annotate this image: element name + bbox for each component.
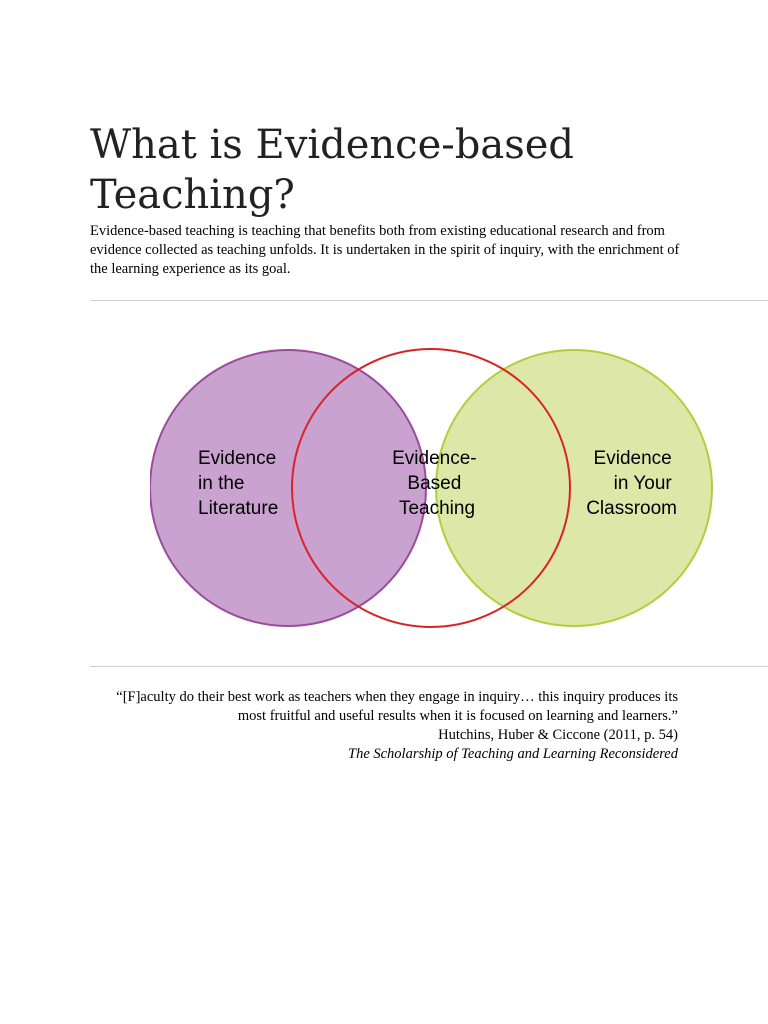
right-label: Evidence in Your Classroom (586, 448, 677, 519)
left-label-line: Literature (198, 498, 278, 519)
quote-line: most fruitful and useful results when it… (237, 708, 678, 724)
left-label-line: in the (198, 473, 244, 494)
center-label-line: Evidence- (392, 448, 477, 469)
quote-attribution: Hutchins, Huber & Ciccone (2011, p. 54) (438, 727, 678, 743)
left-label: Evidence in the Literature (198, 448, 281, 519)
left-label-line: Evidence (198, 448, 276, 469)
center-label-line: Based (407, 473, 461, 494)
right-label-line: Evidence (594, 448, 672, 469)
right-circle (435, 349, 713, 627)
bottom-divider (90, 666, 768, 667)
quote-block: “[F]aculty do their best work as teacher… (90, 688, 678, 764)
venn-diagram: Evidence in the Literature Evidence- Bas… (150, 347, 713, 629)
page-title: What is Evidence-based Teaching? (90, 122, 575, 218)
quote-source: The Scholarship of Teaching and Learning… (348, 746, 678, 762)
center-label-line: Teaching (399, 498, 475, 519)
top-divider (90, 300, 768, 301)
overlap-outline (291, 347, 571, 629)
center-label: Evidence- Based Teaching (392, 448, 482, 519)
left-circle (150, 349, 427, 627)
right-label-line: Classroom (586, 498, 677, 519)
right-label-line: in Your (614, 473, 673, 494)
intro-paragraph: Evidence-based teaching is teaching that… (90, 223, 680, 277)
quote-line: “[F]aculty do their best work as teacher… (116, 689, 678, 705)
